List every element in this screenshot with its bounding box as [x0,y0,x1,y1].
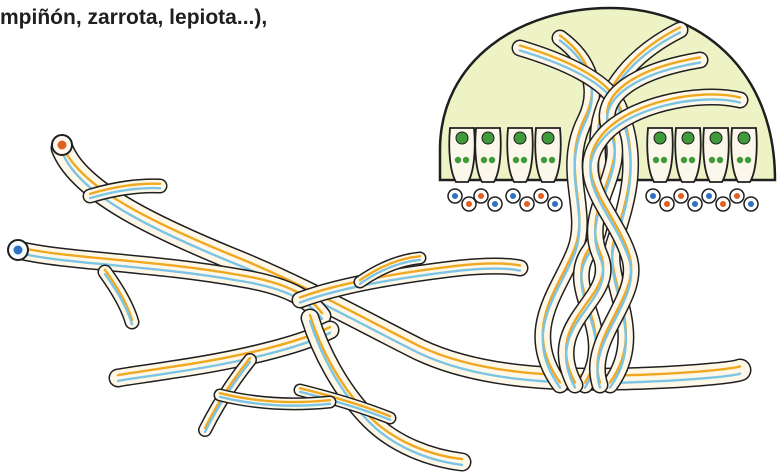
spore-icon [716,197,730,211]
basidium-icon [506,128,534,211]
hypha-tip-orange-icon [52,135,72,155]
basidium-icon [646,128,674,211]
basidium-icon [534,128,562,211]
basidium-icon [474,128,502,211]
basidium-icon [674,128,702,211]
basidium-icon [730,128,758,211]
basidium-icon [702,128,730,211]
spore-icon [448,189,462,203]
hypha-branch-lower [118,327,330,381]
spore-icon [702,189,716,203]
spore-icon [646,189,660,203]
hypha-branch-right [300,264,520,303]
hypha-tips [8,135,72,260]
hypha-twig-left [105,270,132,324]
spore-icon [660,197,674,211]
spore-icon [506,189,520,203]
spore-icon [674,189,688,203]
spore-icon [730,189,744,203]
hypha-lower-left [18,247,322,319]
spore-icon [548,197,562,211]
spore-icon [744,197,758,211]
spore-icon [688,197,702,211]
hypha-tip-blue-icon [8,240,28,260]
basidium-icon [448,128,476,211]
spore-icon [488,197,502,211]
spore-icon [534,189,548,203]
spore-icon [474,189,488,203]
spore-icon [520,197,534,211]
